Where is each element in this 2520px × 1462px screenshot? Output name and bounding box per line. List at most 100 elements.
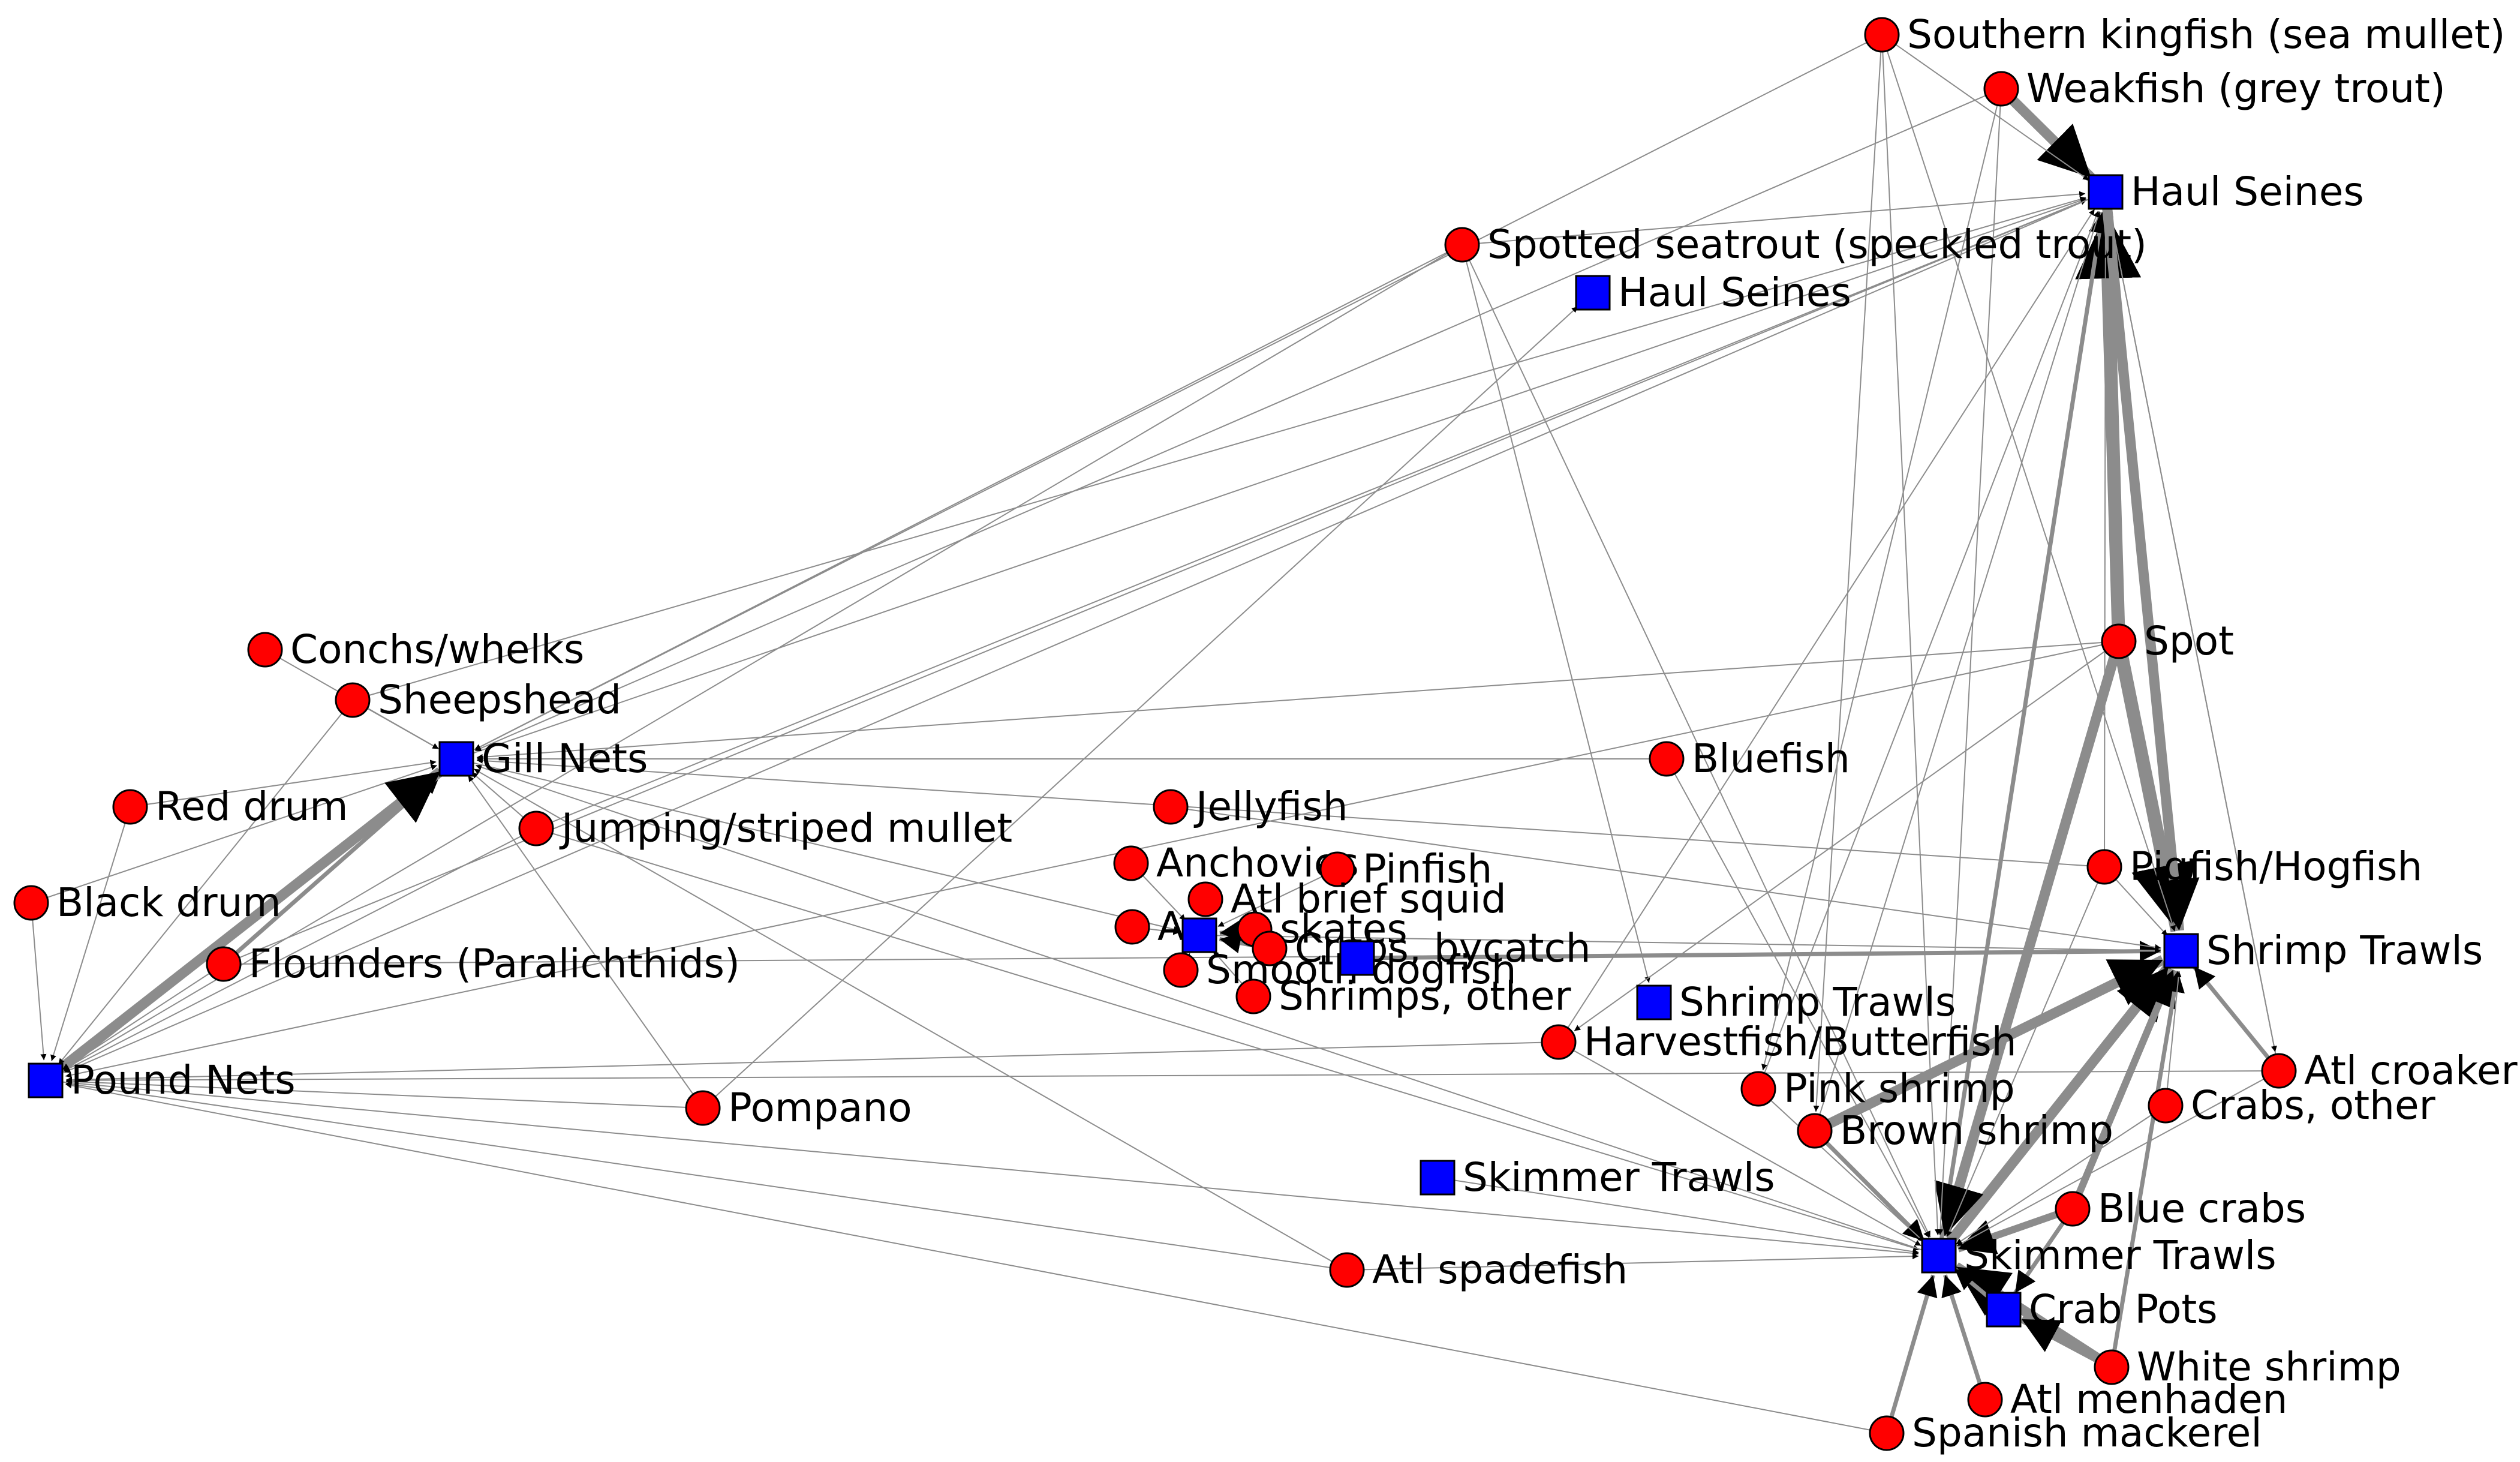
node-blue_crabs: Blue crabs (2055, 1185, 2306, 1232)
node-shrimps_other: Shrimps, other (1235, 973, 1571, 1019)
node-label: Atl brief squid (1231, 876, 1506, 922)
node-other_species_a: A (1114, 903, 1184, 950)
node-label: Atl croaker (2304, 1047, 2518, 1094)
node-gill_nets: Gill Nets (438, 735, 648, 782)
edge-black_drum-to-pound_nets (31, 902, 47, 1061)
edge-atl_spadefish-to-gill_nets (473, 768, 1348, 1271)
node-label: Spanish mackerel (1912, 1410, 2262, 1456)
species-node-circle (2148, 1088, 2184, 1124)
node-southern_kingfish: Southern kingfish (sea mullet) (1864, 11, 2505, 58)
edge-pompano-to-gill_nets (467, 775, 703, 1109)
node-label: Jellyfish (1193, 783, 1348, 830)
edge-weakfish-to-haul_seines_1 (1998, 85, 2095, 182)
edge-pompano-to-pound_nets (65, 1078, 703, 1109)
edge-pompano-to-haul_seines_2 (702, 306, 1578, 1109)
species-node-circle (1235, 978, 1271, 1014)
edge-blue_crabs-to-skimmer_trawls_2 (1957, 1205, 2074, 1254)
gear-node-square (1921, 1238, 1957, 1274)
node-pound_nets: Pound Nets (28, 1057, 296, 1103)
gear-node-square (28, 1062, 64, 1098)
species-node-circle (2086, 849, 2122, 885)
node-haul_seines_2: Haul Seines (1575, 269, 1851, 316)
species-node-circle (13, 885, 49, 921)
node-label: Southern kingfish (sea mullet) (1907, 11, 2505, 58)
edge-crabs_other-to-skimmer_trawls_2 (1955, 1105, 2166, 1245)
node-label: Pound Nets (71, 1057, 296, 1103)
node-haul_seines_1: Haul Seines (2088, 169, 2364, 215)
edge-spotted_seatrout-to-pound_nets (62, 244, 1463, 1071)
node-label: Atl spadefish (1372, 1247, 1628, 1293)
node-white_shrimp: White shrimp (2094, 1344, 2401, 1390)
edge-harvestfish-to-haul_seines_1 (1558, 209, 2095, 1043)
edge-spanish_mackerel-to-skimmer_trawls_2 (1884, 1274, 1938, 1434)
edge-southern_kingfish-to-skimmer_trawls_2 (1881, 34, 1941, 1236)
edge-flounders-to-pound_nets (62, 963, 224, 1070)
node-label: Spotted seatrout (speckled trout) (1487, 221, 2147, 268)
node-label: Crabs, other (2191, 1082, 2436, 1128)
node-harvestfish: Harvestfish/Butterfish (1541, 1019, 2017, 1065)
node-jellyfish: Jellyfish (1153, 783, 1348, 830)
species-node-circle (1113, 845, 1149, 881)
edge-haul_seines_1-to-atl_croaker (2105, 191, 2277, 1052)
edge-jumping_mullet-to-pound_nets (63, 828, 537, 1072)
edge-spot-to-pound_nets (65, 641, 2119, 1078)
node-label: Weakfish (grey trout) (2026, 65, 2446, 112)
edge-jellyfish-to-shrimp_trawls_1 (1170, 806, 2161, 950)
node-label: White shrimp (2137, 1344, 2401, 1390)
node-center_gear_1 (1181, 917, 1217, 953)
edge-pound_nets-to-gill_nets (42, 767, 444, 1085)
node-label: Skimmer Trawls (1964, 1232, 2277, 1278)
node-atl_brief_squid: Atl brief squid (1187, 876, 1506, 922)
node-red_drum: Red drum (112, 783, 348, 830)
node-layer: Southern kingfish (sea mullet) Weakfish (… (13, 11, 2518, 1456)
edge-haul_seines_1-to-shrimp_trawls_1 (2100, 191, 2200, 932)
species-node-circle (2055, 1191, 2091, 1227)
edge-harvestfish-to-skimmer_trawls_2 (1558, 1041, 1921, 1247)
edge-black_drum-to-gill_nets (31, 764, 438, 903)
node-conchs: Conchs/whelks (247, 626, 584, 673)
edge-sheepshead-to-pound_nets (58, 700, 353, 1065)
node-pompano: Pompano (685, 1085, 912, 1131)
edge-jumping_mullet-to-haul_seines_1 (536, 199, 2087, 829)
edge-southern_kingfish-to-gill_nets (474, 34, 1883, 750)
node-black_drum: Black drum (13, 879, 281, 926)
edge-spot-to-harvestfish (1574, 641, 2119, 1032)
node-crab_pots: Crab Pots (1986, 1286, 2218, 1332)
edge-brown_shrimp-to-skimmer_trawls_2 (1813, 1129, 1926, 1243)
edge-white_shrimp-to-shrimp_trawls_1 (2109, 970, 2185, 1368)
species-node-circle (112, 789, 148, 825)
gear-node-square (1636, 984, 1672, 1020)
node-label: Gill Nets (482, 735, 648, 782)
node-shrimp_trawls_1: Shrimp Trawls (2163, 927, 2483, 974)
species-node-circle (685, 1090, 721, 1126)
node-label: Atl menhaden (2010, 1376, 2288, 1422)
edge-brown_shrimp-to-shrimp_trawls_1 (1812, 955, 2166, 1136)
edge-brown_shrimp-to-haul_seines_1 (1814, 211, 2101, 1131)
species-node-circle (2094, 1349, 2130, 1385)
edge-center_gear_1-to-shrimp_trawls_1 (1199, 935, 2161, 954)
edge-atl_croaker-to-skimmer_trawls_2 (1956, 1070, 2280, 1247)
species-node-circle (1869, 1415, 1905, 1451)
species-node-circle (1163, 952, 1199, 988)
node-crabs_other: Crabs, other (2148, 1082, 2436, 1128)
edge-southern_kingfish-to-brown_shrimp (1813, 34, 1883, 1112)
node-atl_menhaden: Atl menhaden (1967, 1376, 2288, 1422)
node-label: Skimmer Trawls (1463, 1154, 1775, 1200)
node-jumping_mullet: Jumping/striped mullet (518, 805, 1012, 851)
node-label: Blue crabs (2098, 1185, 2306, 1232)
node-shrimp_trawls_2: Shrimp Trawls (1636, 979, 1956, 1025)
species-node-circle (1153, 789, 1189, 825)
node-skimmer_trawls_1: Skimmer Trawls (1420, 1154, 1775, 1200)
node-atl_spadefish: Atl spadefish (1329, 1247, 1628, 1293)
gear-node-square (2088, 174, 2124, 210)
node-flounders: Flounders (Paralichthids) (206, 941, 740, 987)
edge-southern_kingfish-to-shrimp_trawls_1 (1881, 34, 2176, 932)
edge-atl_croaker-to-pound_nets (65, 1070, 2280, 1083)
species-node-circle (1967, 1382, 2003, 1418)
edge-atl_spadefish-to-skimmer_trawls_2 (1346, 1253, 1919, 1271)
node-pink_shrimp: Pink shrimp (1740, 1065, 2015, 1112)
node-label: Jumping/striped mullet (559, 805, 1012, 851)
species-node-circle (1187, 881, 1223, 917)
node-label: Haul Seines (2131, 169, 2364, 215)
edge-spot-to-skimmer_trawls_2 (1934, 640, 2124, 1238)
